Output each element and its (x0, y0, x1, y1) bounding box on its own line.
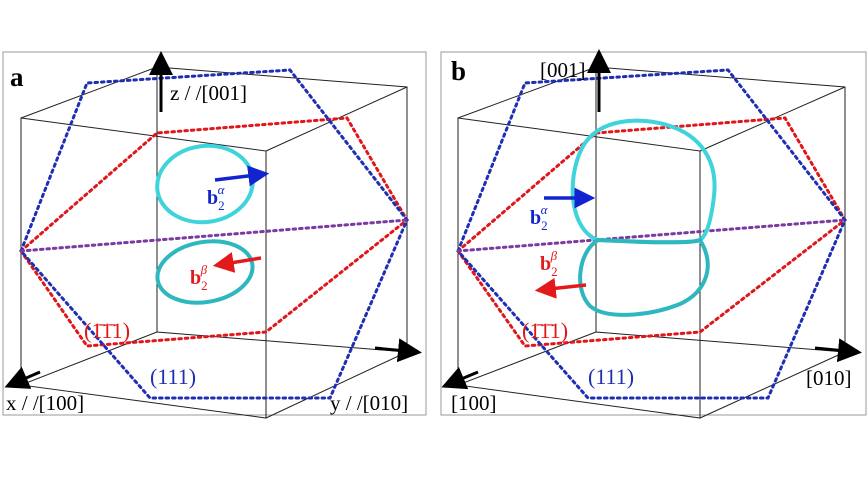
panel-b-intersection-line (456, 218, 847, 253)
panel-a-intersection-line (19, 218, 409, 253)
panel-a-axis-x-label: x / /[100] (6, 391, 84, 415)
panel-b-frame (440, 51, 867, 416)
panel-b-plane-blue (456, 68, 847, 400)
panel-a-label: a (10, 62, 24, 92)
panel-a-loop-beta (155, 239, 255, 305)
panel-b-plane-blue-label: (111) (588, 364, 634, 389)
panel-b-burgers-beta-arrow (534, 277, 587, 299)
panel-b-plane-red-label: (1̄1̄1) (522, 318, 568, 343)
panel-b-burgers-beta-label: b2β (540, 248, 558, 279)
panel-b-burgers-alpha-label: b2α (530, 202, 549, 233)
panel-a-axis-x-arrow (4, 366, 41, 389)
panel-a-axis-y-arrow (374, 338, 422, 363)
panel-a-burgers-alpha-arrow (214, 165, 270, 187)
panel-a-burgers-alpha-label: b2α (207, 182, 226, 213)
panel-b-label: b (451, 56, 466, 86)
panel-a: a z / /[001] x / /[100] y / /[010] (1̄1̄… (2, 51, 427, 419)
panel-b: b [001] [100] [010] (1̄1̄1) (111) b2α b2… (440, 49, 867, 419)
panel-b-axis-x-label: [100] (451, 391, 497, 415)
panel-a-plane-red-label: (1̄1̄1) (84, 318, 130, 343)
panel-b-axis-y-arrow (814, 338, 862, 363)
panel-b-axis-z-label: [001] (540, 58, 586, 82)
panel-b-loop-beta (578, 237, 710, 317)
panel-a-burgers-beta-arrow (212, 252, 262, 273)
panel-b-axis-y-label: [010] (806, 366, 852, 390)
panel-a-plane-blue-label: (111) (150, 364, 196, 389)
panel-a-frame (2, 51, 427, 416)
panel-a-axis-z-label: z / /[001] (170, 81, 247, 105)
panel-a-burgers-beta-label: b2β (190, 262, 208, 293)
panel-b-axis-x-arrow (441, 366, 479, 390)
panel-a-axis-y-label: y / /[010] (330, 391, 408, 415)
